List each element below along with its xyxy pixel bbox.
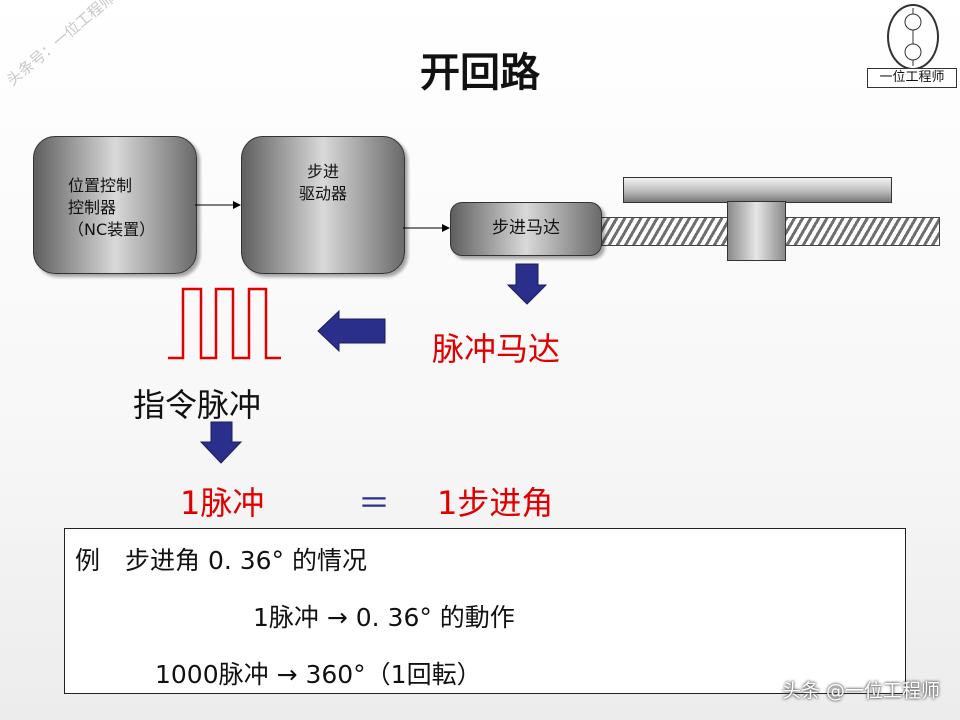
driver-label-line2: 驱动器: [298, 184, 347, 203]
down-arrow-command: [199, 421, 243, 464]
equation-right: 1步进角: [437, 484, 554, 522]
driver-label-line1: 步进: [306, 162, 339, 181]
page-title: 开回路: [420, 50, 540, 96]
equation-left: 1脉冲: [180, 484, 265, 522]
command-pulse-label: 指令脉冲: [133, 386, 262, 424]
stepper-motor-block: 步进马达: [450, 202, 602, 256]
example-box: 例 步进角 0. 36° 的情况 1脉冲 → 0. 36° 的動作 1000脉冲…: [64, 528, 906, 694]
example-line-3: 1000脉冲 → 360°（1回転）: [155, 660, 482, 689]
logo-label: 一位工程师: [867, 68, 957, 88]
logo-emblem: [887, 4, 939, 70]
pulse-motor-label: 脉冲马达: [432, 330, 561, 368]
left-arrow-pulse: [317, 309, 386, 353]
equation-equals: ＝: [358, 484, 391, 522]
motor-label: 步进马达: [492, 218, 560, 238]
controller-block: 位置控制 控制器 （NC装置）: [33, 136, 197, 274]
example-line-1: 例 步进角 0. 36° 的情况: [75, 546, 368, 575]
down-arrow-motor: [506, 263, 548, 305]
controller-label-line2: 控制器: [68, 198, 117, 217]
footer-watermark: 头条 @一位工程师: [781, 680, 940, 702]
pulse-waveform: [168, 287, 281, 360]
screw-nut: [727, 201, 786, 261]
driver-block: 步进 驱动器: [241, 136, 405, 274]
controller-label-line3: （NC装置）: [68, 220, 156, 239]
controller-label-line1: 位置控制: [68, 176, 133, 195]
example-line-2: 1脉冲 → 0. 36° 的動作: [253, 603, 515, 632]
logo: 一位工程师: [867, 4, 957, 88]
guide-rail: [623, 177, 892, 203]
